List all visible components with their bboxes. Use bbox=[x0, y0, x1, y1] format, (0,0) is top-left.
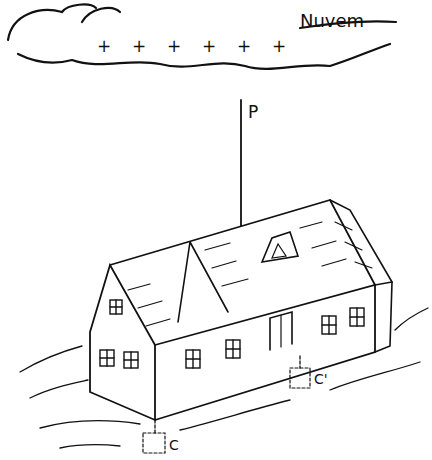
cloud-label: Nuvem bbox=[300, 12, 364, 30]
ground-label: C bbox=[169, 438, 179, 452]
charge-sign: + bbox=[272, 38, 286, 55]
charge-sign: + bbox=[202, 38, 216, 55]
rod-label: P bbox=[248, 104, 258, 121]
charge-sign: + bbox=[132, 38, 146, 55]
ground-label: C' bbox=[314, 372, 328, 386]
charge-sign: + bbox=[167, 38, 181, 55]
charge-sign: + bbox=[97, 38, 111, 55]
charge-sign: + bbox=[237, 38, 251, 55]
